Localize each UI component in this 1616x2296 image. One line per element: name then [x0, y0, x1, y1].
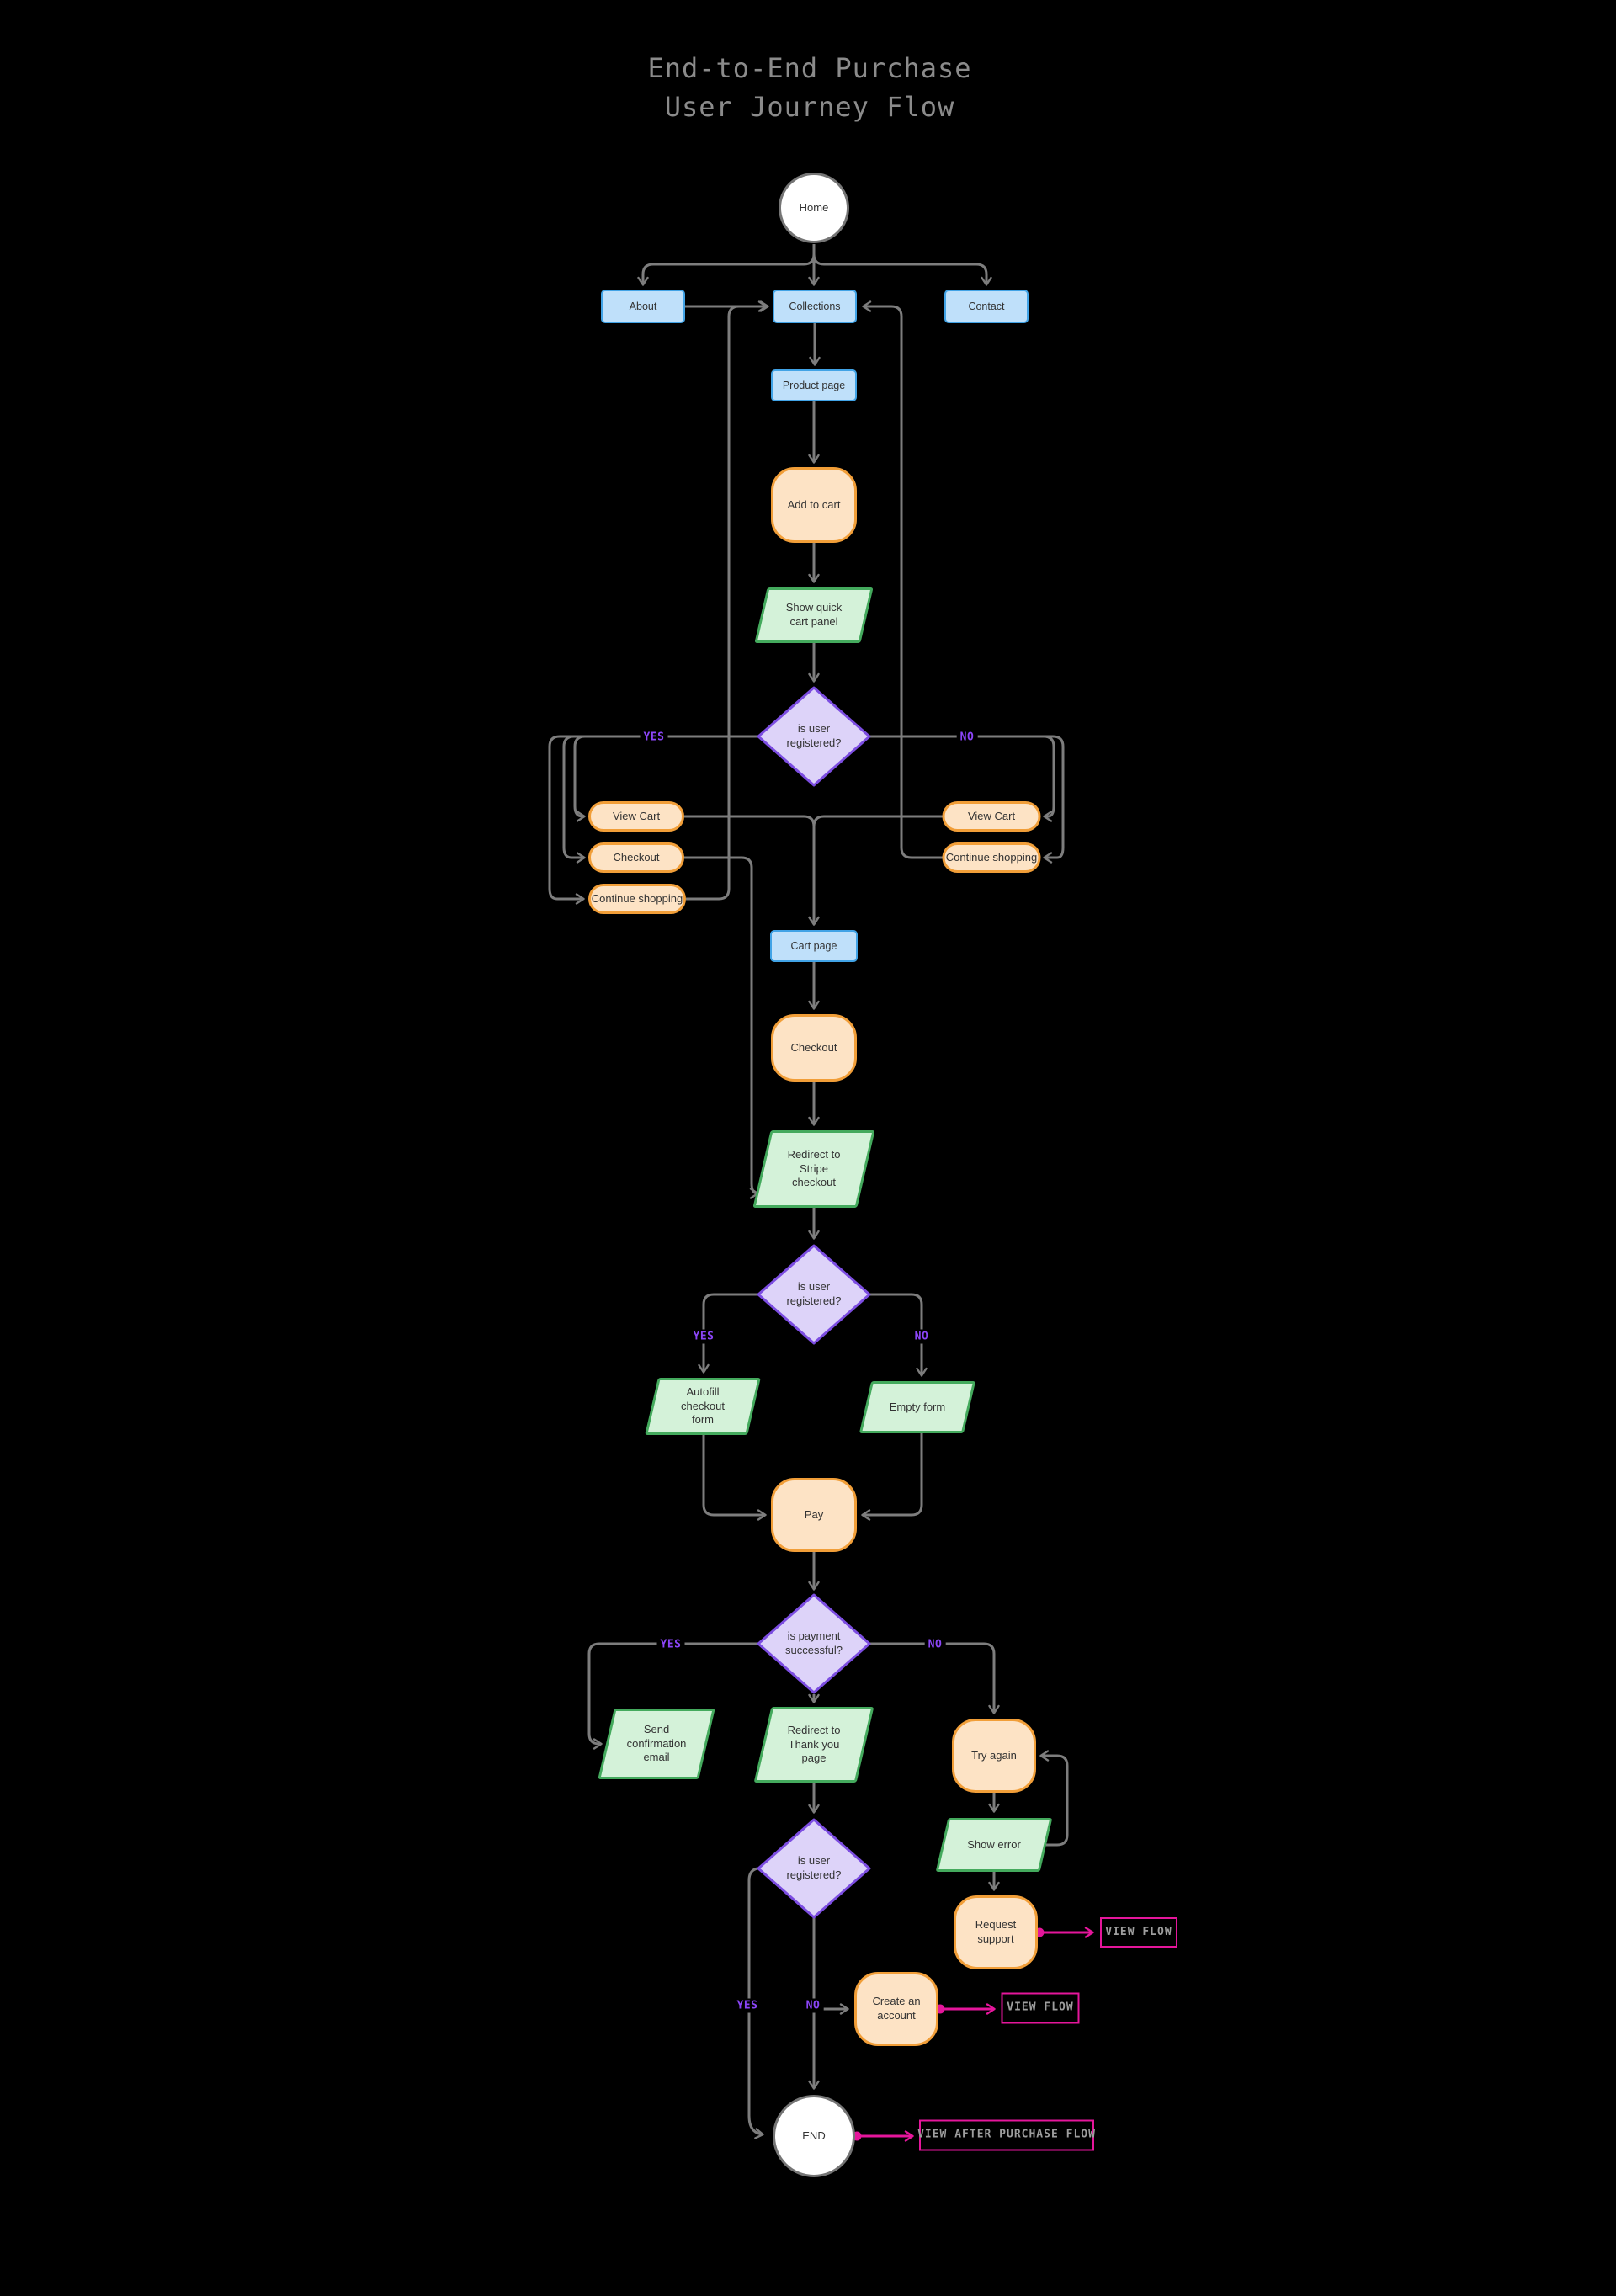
node-show-error: Show error	[935, 1818, 1053, 1872]
node-request-support: Request support	[954, 1895, 1038, 1969]
node-show-error-label: Show error	[967, 1837, 1021, 1851]
node-create-an-account: Create an account	[854, 1972, 938, 2046]
node-checkout-left-label: Checkout	[613, 850, 660, 864]
node-create-an-account-label: Create an account	[872, 1995, 921, 2022]
node-view-cart-right: View Cart	[942, 801, 1041, 832]
edge-payment-yes-send-confirmation	[587, 1642, 758, 1750]
diamond-shape	[757, 1244, 871, 1345]
edge-autofill-pay	[702, 1435, 767, 1521]
edge-checkout-left-stripe	[684, 856, 759, 1199]
node-pay-label: Pay	[804, 1507, 824, 1521]
branch-label-no-2: NO	[911, 1329, 933, 1344]
node-redirect-to-thank-you-page: Redirect to Thank you page	[753, 1707, 874, 1783]
node-is-user-registered-1-label: is user registered?	[786, 722, 842, 749]
node-add-to-cart-label: Add to cart	[787, 497, 841, 511]
node-checkout: Checkout	[771, 1014, 857, 1082]
edge-decision1-yes-continue-shopping-left	[548, 735, 758, 905]
link-view-after-purchase-flow-label: VIEW AFTER PURCHASE FLOW	[917, 2128, 1096, 2141]
node-redirect-to-stripe-checkout: Redirect to Stripe checkout	[752, 1130, 875, 1208]
node-is-user-registered-2-label: is user registered?	[786, 1280, 842, 1307]
link-view-flow-support-label: VIEW FLOW	[1105, 1925, 1172, 1938]
node-contact: Contact	[944, 290, 1029, 323]
diamond-shape	[757, 686, 871, 787]
node-redirect-to-thank-you-page-label: Redirect to Thank you page	[787, 1724, 841, 1765]
edge-home-about	[637, 244, 816, 286]
diagram-title: End-to-End Purchase User Journey Flow	[647, 49, 971, 126]
node-about-label: About	[629, 300, 657, 312]
node-view-cart-right-label: View Cart	[967, 809, 1016, 822]
edge-continue-shopping-right-collections	[862, 300, 943, 859]
node-autofill-checkout-form-label: Autofill checkout form	[680, 1385, 726, 1427]
node-continue-shopping-left: Continue shopping	[588, 884, 686, 914]
node-is-payment-successful: is payment successful?	[757, 1593, 871, 1694]
node-contact-label: Contact	[968, 300, 1005, 312]
diagram-title-line2: User Journey Flow	[664, 91, 955, 123]
node-is-payment-successful-label: is payment successful?	[785, 1629, 843, 1656]
diagram-title-line1: End-to-End Purchase	[647, 52, 972, 84]
node-collections: Collections	[773, 290, 857, 323]
node-request-support-label: Request support	[975, 1918, 1017, 1945]
edge-decision2-yes-autofill	[698, 1293, 758, 1374]
branch-label-no-4: NO	[802, 1998, 824, 2013]
edge-show-error-try-again-loop	[1039, 1750, 1069, 1847]
node-continue-shopping-right-label: Continue shopping	[945, 850, 1038, 864]
node-try-again: Try again	[952, 1719, 1036, 1793]
branch-label-yes-3: YES	[656, 1637, 685, 1652]
node-try-again-label: Try again	[971, 1748, 1017, 1762]
node-send-confirmation-email-label: Send confirmation email	[626, 1723, 687, 1764]
node-home: Home	[779, 173, 849, 243]
node-cart-page-label: Cart page	[790, 940, 837, 952]
branch-label-no-1: NO	[956, 730, 978, 745]
edge-view-cart-right-cart-page	[808, 815, 943, 926]
edge-payment-no-try-again	[869, 1642, 1000, 1714]
node-view-cart-left-label: View Cart	[612, 809, 661, 822]
node-add-to-cart: Add to cart	[771, 467, 857, 543]
node-end-label: END	[802, 2129, 826, 2142]
link-view-flow-account-label: VIEW FLOW	[1007, 2001, 1074, 2014]
node-redirect-to-stripe-checkout-label: Redirect to Stripe checkout	[787, 1148, 841, 1189]
node-autofill-checkout-form: Autofill checkout form	[645, 1378, 761, 1435]
node-is-user-registered-3-label: is user registered?	[786, 1854, 842, 1881]
node-empty-form: Empty form	[858, 1381, 976, 1433]
edge-continue-shopping-left-collections	[686, 300, 768, 901]
node-empty-form-label: Empty form	[889, 1400, 946, 1413]
edge-empty-form-pay	[861, 1433, 923, 1521]
node-cart-page: Cart page	[770, 930, 858, 962]
branch-label-yes-2: YES	[689, 1329, 718, 1344]
node-product-page-label: Product page	[782, 380, 846, 391]
node-show-quick-cart-panel: Show quick cart panel	[754, 587, 874, 643]
node-checkout-left: Checkout	[588, 842, 684, 873]
node-is-user-registered-1: is user registered?	[757, 686, 871, 787]
link-view-flow-support[interactable]: VIEW FLOW	[1100, 1917, 1177, 1948]
node-is-user-registered-2: is user registered?	[757, 1244, 871, 1345]
node-checkout-label: Checkout	[790, 1040, 837, 1054]
link-view-flow-account[interactable]: VIEW FLOW	[1001, 1992, 1080, 2024]
node-continue-shopping-right: Continue shopping	[942, 842, 1041, 873]
node-send-confirmation-email: Send confirmation email	[598, 1709, 715, 1779]
edge-home-contact	[812, 244, 992, 286]
node-show-quick-cart-panel-label: Show quick cart panel	[785, 601, 843, 628]
edge-decision1-no-continue-shopping-right	[869, 735, 1065, 864]
node-product-page: Product page	[771, 369, 857, 401]
node-end: END	[773, 2095, 855, 2177]
edge-decision2-no-empty-form	[869, 1293, 928, 1377]
node-collections-label: Collections	[789, 300, 841, 312]
diamond-shape	[757, 1593, 871, 1694]
node-home-label: Home	[799, 200, 829, 214]
edge-decision4-yes-end	[747, 1867, 764, 2139]
node-continue-shopping-left-label: Continue shopping	[591, 891, 683, 905]
diamond-shape	[757, 1818, 871, 1919]
node-is-user-registered-3: is user registered?	[757, 1818, 871, 1919]
branch-label-yes-4: YES	[733, 1998, 762, 2013]
node-pay: Pay	[771, 1478, 857, 1552]
node-about: About	[601, 290, 685, 323]
branch-label-no-3: NO	[924, 1637, 946, 1652]
node-view-cart-left: View Cart	[588, 801, 684, 832]
edge-view-cart-left-cart-page	[684, 815, 820, 926]
link-view-after-purchase-flow[interactable]: VIEW AFTER PURCHASE FLOW	[917, 2119, 1096, 2151]
branch-label-yes-1: YES	[640, 730, 668, 745]
